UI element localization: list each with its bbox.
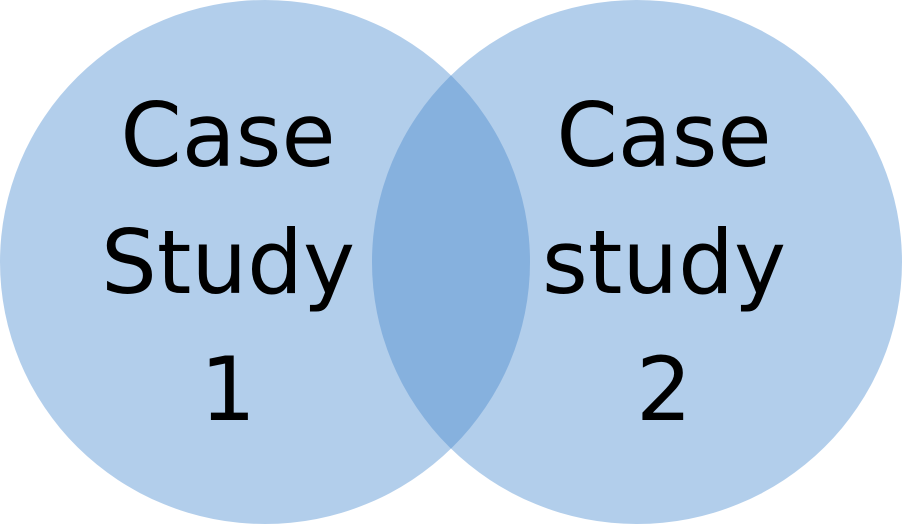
venn-label-left: Case Study 1 (101, 84, 355, 441)
right-label-line-1: Case (556, 84, 771, 187)
left-label-line-2: Study (101, 211, 355, 314)
venn-circle-right (372, 0, 902, 524)
left-label-line-3: 1 (200, 338, 256, 441)
left-label-line-1: Case (120, 84, 335, 187)
right-label-line-3: 2 (636, 338, 692, 441)
venn-label-right: Case study 2 (542, 84, 786, 441)
venn-circle-left (0, 0, 530, 524)
right-label-line-2: study (542, 211, 786, 314)
